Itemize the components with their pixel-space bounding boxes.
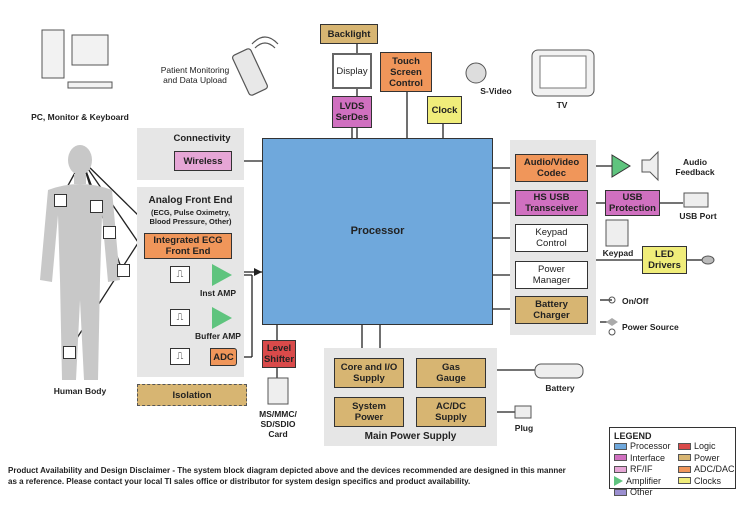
filter-icon: ⎍ — [176, 312, 184, 323]
legend-label: Interface — [630, 452, 666, 463]
battery-charger-block: Battery Charger — [515, 296, 588, 324]
sensor-pad — [90, 200, 103, 213]
filter-icon: ⎍ — [176, 351, 184, 362]
hs-usb-transceiver-block: HS USB Transceiver — [515, 190, 588, 216]
power-source-label: Power Source — [622, 322, 679, 332]
human-body-label: Human Body — [53, 386, 107, 396]
core-io-supply-block: Core and I/O Supply — [334, 358, 404, 388]
legend-label: Amplifier — [626, 475, 662, 486]
backlight-block: Backlight — [320, 24, 378, 44]
integrated-ecg-block: Integrated ECG Front End — [144, 233, 232, 259]
power-manager-block: Power Manager — [515, 261, 588, 289]
legend-swatch — [678, 465, 691, 473]
isolation-block: Isolation — [137, 384, 247, 406]
legend-item: Amplifier — [614, 475, 662, 486]
wireless-block: Wireless — [174, 151, 232, 171]
legend-swatch — [678, 454, 691, 461]
card-label: MS/MMC/ SD/SDIO Card — [259, 409, 297, 439]
legend-label: Other — [630, 487, 653, 497]
acdc-supply-block: AC/DC Supply — [416, 397, 486, 427]
legend-item: Power — [678, 453, 720, 463]
legend-item: Processor — [614, 441, 671, 451]
filter-1: ⎍ — [170, 266, 190, 283]
audio-video-codec-block: Audio/Video Codec — [515, 154, 588, 182]
filter-2: ⎍ — [170, 309, 190, 326]
buffer-amp-label: Buffer AMP — [195, 331, 241, 341]
afe-subtitle: (ECG, Pulse Oximetry, Blood Pressure, Ot… — [149, 208, 232, 226]
legend-swatch — [614, 465, 627, 473]
legend-swatch — [614, 488, 627, 496]
usb-port-label: USB Port — [679, 211, 717, 221]
legend-item: Other — [614, 487, 653, 497]
legend-label: Processor — [630, 441, 671, 451]
main-power-title: Main Power Supply — [364, 431, 457, 442]
legend-item: RF/IF — [614, 464, 653, 474]
lvds-serdes-block: LVDS SerDes — [332, 96, 372, 128]
sensor-pad — [117, 264, 130, 277]
filter-3: ⎍ — [170, 348, 190, 365]
legend-swatch — [678, 442, 691, 450]
disclaimer: Product Availability and Design Disclaim… — [8, 466, 566, 486]
gas-gauge-block: Gas Gauge — [416, 358, 486, 388]
filter-icon: ⎍ — [176, 269, 184, 280]
tv-label: TV — [556, 100, 568, 110]
inst-amp-label: Inst AMP — [199, 288, 237, 298]
afe-title: Analog Front End — [148, 195, 233, 206]
usb-protection-block: USB Protection — [605, 190, 660, 216]
legend-label: RF/IF — [630, 464, 653, 474]
legend-label: Logic — [694, 441, 716, 451]
legend-swatch — [614, 442, 627, 450]
adc-block: ADC — [210, 348, 237, 366]
led-drivers-block: LED Drivers — [642, 246, 687, 274]
keypad-label: Keypad — [602, 248, 634, 258]
clock-block: Clock — [427, 96, 462, 124]
legend-swatch — [678, 477, 691, 484]
touch-screen-control-block: Touch Screen Control — [380, 52, 432, 92]
buffer-amp-triangle — [212, 307, 232, 329]
legend-label: Clocks — [694, 475, 722, 486]
legend-item: Clocks — [678, 476, 721, 486]
legend-label: Power — [694, 452, 720, 463]
audio-feedback-label: Audio Feedback — [675, 157, 715, 177]
sensor-pad — [54, 194, 67, 207]
level-shifter-block: Level Shifter — [262, 340, 296, 368]
keypad-control-block: Keypad Control — [515, 224, 588, 252]
inst-amp-triangle — [212, 264, 232, 286]
connectivity-title: Connectivity — [173, 133, 231, 144]
battery-label: Battery — [545, 383, 575, 393]
legend-swatch — [614, 454, 627, 461]
legend-swatch — [614, 475, 623, 486]
processor-block: Processor — [262, 138, 493, 325]
legend-title: LEGEND — [614, 431, 652, 441]
plug-label: Plug — [514, 423, 534, 433]
patient-monitoring-label: Patient Monitoring and Data Upload — [160, 65, 230, 85]
legend-item: Logic — [678, 441, 716, 451]
onoff-label: On/Off — [622, 296, 649, 306]
legend-label: ADC/DAC — [694, 464, 735, 474]
legend-item: Interface — [614, 453, 665, 463]
legend-item: ADC/DAC — [678, 464, 735, 474]
sensor-pad — [103, 226, 116, 239]
display-block: Display — [332, 53, 372, 89]
sensor-pad — [63, 346, 76, 359]
pc-label: PC, Monitor & Keyboard — [31, 112, 129, 122]
svideo-label: S-Video — [480, 86, 512, 96]
system-power-block: System Power — [334, 397, 404, 427]
